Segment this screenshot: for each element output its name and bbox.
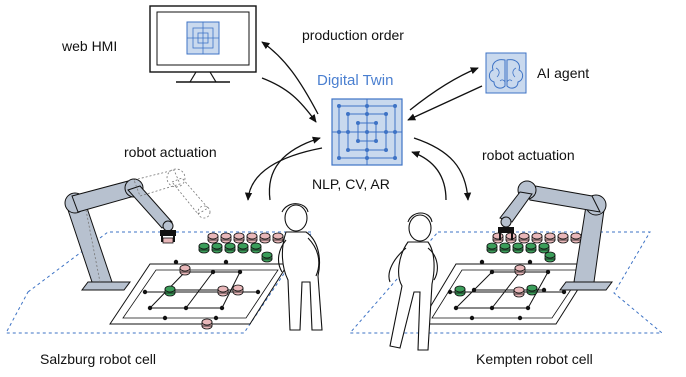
arrow-twin-to-hmi bbox=[261, 41, 319, 115]
arrow-ai-to-twin bbox=[407, 85, 483, 121]
digital-twin-label: Digital Twin bbox=[317, 72, 393, 89]
kempten-person-icon bbox=[388, 212, 438, 351]
arrow-hmi-to-twin bbox=[261, 77, 317, 123]
salzburg-robot-arm-icon bbox=[64, 168, 211, 291]
kempten-piece-row bbox=[486, 232, 582, 254]
web-hmi-label: web HMI bbox=[61, 38, 117, 54]
salzburg-board-pieces bbox=[164, 251, 273, 330]
digital-twin-grid-icon bbox=[331, 98, 403, 166]
kempten-robot-arm-icon bbox=[498, 180, 613, 291]
salzburg-cell-label: Salzburg robot cell bbox=[40, 351, 156, 367]
salzburg-robot-cell bbox=[5, 168, 313, 334]
salzburg-piece-row bbox=[198, 232, 284, 254]
arrow-twin-to-salzburg bbox=[244, 147, 323, 201]
twin-capabilities-label: NLP, CV, AR bbox=[312, 176, 390, 192]
production-order-label: production order bbox=[302, 27, 404, 43]
brain-icon bbox=[485, 52, 527, 94]
arrow-salzburg-to-twin bbox=[268, 136, 321, 201]
kempten-floor-area bbox=[348, 231, 664, 334]
monitor-icon bbox=[149, 5, 257, 83]
salzburg-board bbox=[109, 263, 289, 325]
salzburg-person-icon bbox=[277, 203, 323, 331]
robot-actuation-left-label: robot actuation bbox=[124, 144, 217, 160]
hmi-twin-icon bbox=[186, 21, 220, 55]
ai-agent-label: AI agent bbox=[537, 65, 589, 81]
kempten-board-pieces bbox=[454, 251, 556, 298]
arrow-kempten-to-twin bbox=[411, 151, 447, 201]
kempten-robot-cell bbox=[348, 180, 664, 334]
robot-actuation-right-label: robot actuation bbox=[482, 147, 575, 163]
arrow-twin-to-ai bbox=[409, 67, 479, 111]
arrow-twin-to-kempten bbox=[413, 137, 472, 201]
kempten-cell-label: Kempten robot cell bbox=[476, 351, 593, 367]
